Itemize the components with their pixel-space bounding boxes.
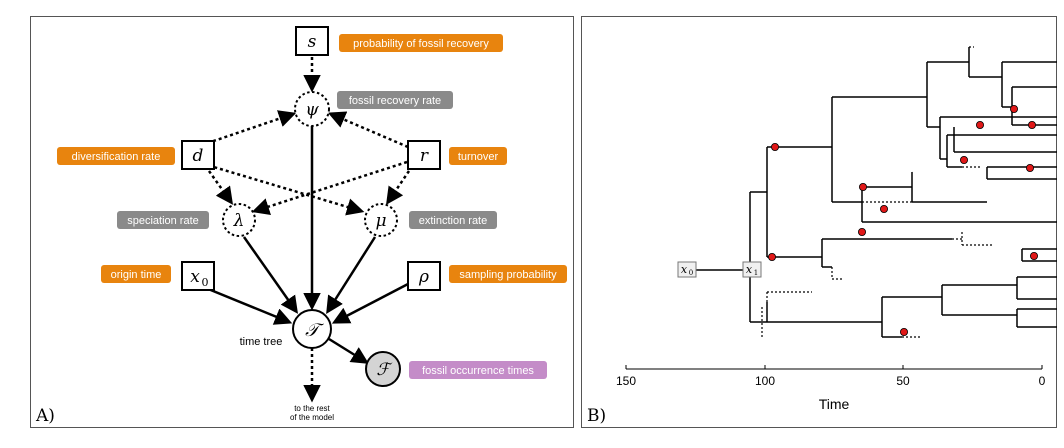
label-x0: origin time	[101, 265, 171, 283]
panel-a-model-graph: s ψ d r λ μ x 0 ρ	[30, 16, 574, 428]
svg-text:μ: μ	[375, 211, 386, 231]
edge-d-psi	[195, 110, 297, 149]
label-d: diversification rate	[57, 147, 175, 165]
node-s: s	[295, 26, 329, 56]
node-psi: ψ	[294, 91, 330, 127]
panel-b-letter: B)	[587, 406, 606, 426]
svg-text:probability of fossil recovery: probability of fossil recovery	[353, 38, 489, 50]
label-rest-line1: to the rest	[294, 404, 330, 413]
svg-text:λ: λ	[233, 211, 245, 231]
tree-branches	[690, 47, 1057, 338]
label-lambda: speciation rate	[117, 211, 209, 229]
svg-text:0: 0	[202, 276, 209, 289]
svg-text:x: x	[190, 267, 200, 287]
label-psi: fossil recovery rate	[337, 91, 453, 109]
node-d: d	[181, 140, 215, 170]
node-r: r	[407, 140, 441, 170]
svg-text:ℱ: ℱ	[376, 360, 393, 380]
tick-100: 100	[755, 374, 775, 388]
node-tree: 𝒯	[292, 309, 332, 349]
svg-text:ρ: ρ	[418, 267, 429, 287]
label-s: probability of fossil recovery	[339, 34, 503, 52]
unsampled-lineages	[761, 46, 992, 339]
node-lambda: λ	[222, 203, 256, 237]
edge-rho-tree	[331, 282, 409, 324]
label-mu: extinction rate	[409, 211, 497, 229]
edge-r-mu	[386, 170, 411, 205]
svg-text:speciation rate: speciation rate	[127, 215, 199, 227]
edge-r-lambda	[251, 160, 408, 216]
label-rho: sampling probability	[449, 265, 567, 283]
svg-text:diversification rate: diversification rate	[72, 151, 161, 163]
svg-text:sampling probability: sampling probability	[459, 269, 557, 281]
panel-b-tree-figure: x 0 x 1 150 100 50 0 Time B)	[581, 16, 1057, 428]
edge-d-mu	[196, 160, 365, 216]
svg-text:1: 1	[754, 269, 758, 277]
node-fossil: ℱ	[365, 351, 401, 387]
svg-text:s: s	[308, 32, 317, 52]
tick-0: 0	[1039, 374, 1046, 388]
origin-x0-box: x 0	[677, 261, 697, 278]
svg-text:ψ: ψ	[305, 100, 319, 120]
svg-text:fossil occurrence times: fossil occurrence times	[422, 365, 534, 377]
edge-r-psi	[327, 111, 409, 149]
svg-text:x: x	[746, 263, 753, 276]
edge-d-lambda	[207, 170, 234, 205]
svg-text:fossil recovery rate: fossil recovery rate	[349, 95, 441, 107]
label-r: turnover	[449, 147, 507, 165]
node-x0: x 0	[181, 261, 215, 291]
node-mu: μ	[364, 203, 398, 237]
root-x1-box: x 1	[742, 261, 762, 278]
svg-text:d: d	[193, 146, 204, 166]
label-rest-line2: of the model	[290, 413, 334, 422]
node-rho: ρ	[407, 261, 441, 291]
svg-text:extinction rate: extinction rate	[419, 215, 487, 227]
label-fossil: fossil occurrence times	[409, 361, 547, 379]
svg-text:turnover: turnover	[458, 151, 499, 163]
svg-text:r: r	[420, 146, 429, 166]
tick-50: 50	[896, 374, 910, 388]
edge-lambda-tree	[242, 236, 299, 314]
tick-150: 150	[616, 374, 636, 388]
phylogeny-svg: x 0 x 1 150 100 50 0 Time B)	[587, 46, 1057, 426]
model-graph-svg: s ψ d r λ μ x 0 ρ	[35, 26, 567, 426]
svg-text:0: 0	[689, 269, 693, 277]
fossil-occurrences	[767, 105, 1038, 336]
edge-tree-fossil	[328, 337, 369, 364]
axis-label-time: Time	[819, 396, 850, 412]
panel-a-letter: A)	[35, 406, 55, 426]
label-tree: time tree	[240, 336, 283, 348]
svg-text:x: x	[681, 263, 688, 276]
svg-text:origin time: origin time	[111, 269, 162, 281]
edge-mu-tree	[326, 236, 377, 314]
time-axis: 150 100 50 0 Time	[616, 365, 1046, 412]
